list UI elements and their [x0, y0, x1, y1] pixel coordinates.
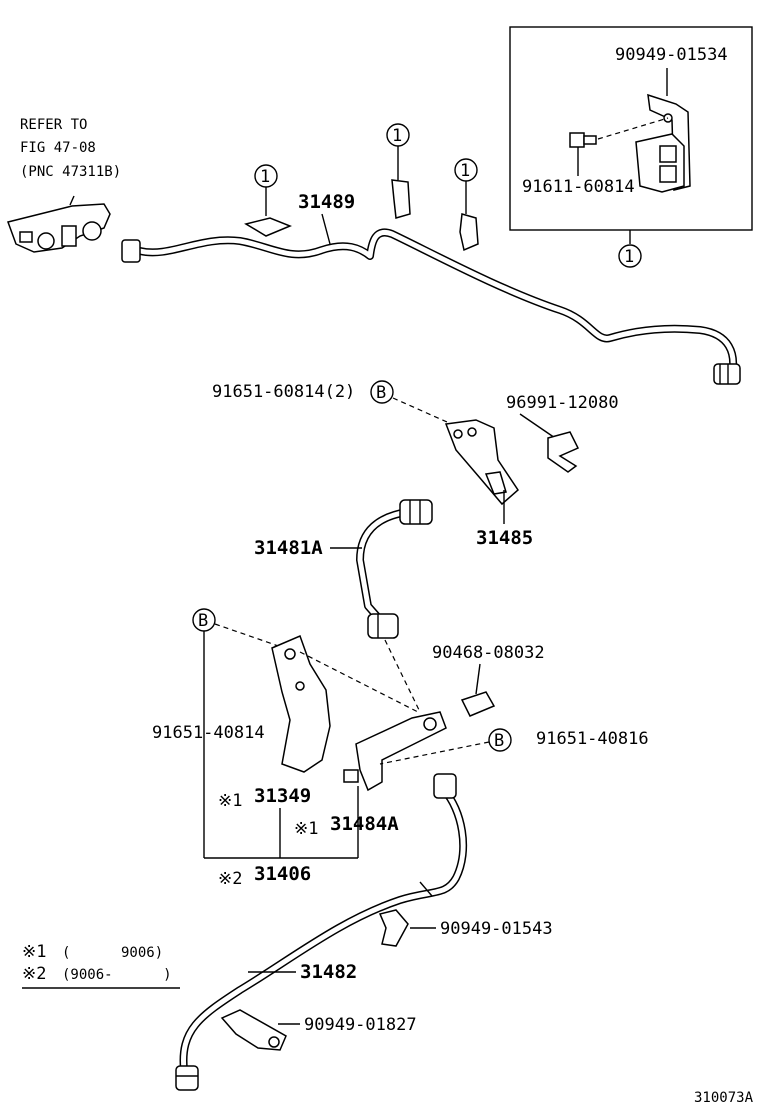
clamp-circle-1-c-text: 1: [460, 161, 470, 181]
label-31481A: 31481A: [254, 537, 323, 559]
clip-90468-08032: [460, 691, 496, 717]
label-90468-08032: 90468-08032: [432, 643, 545, 663]
clip-96991-12080: [547, 431, 580, 473]
label-31406: 31406: [254, 863, 311, 885]
figure-code: 310073A: [694, 1090, 754, 1106]
label-31349: 31349: [254, 785, 311, 807]
clamp-c: [459, 213, 479, 252]
mark-1-a: ※1: [218, 791, 242, 811]
bracket-31484A: [343, 711, 447, 792]
inset-box: [509, 26, 753, 231]
circle-b-top-text: B: [376, 383, 386, 403]
label-96991-12080: 96991-12080: [506, 393, 619, 413]
legend-mark-1: ※1: [22, 942, 46, 962]
clamp-a: [244, 217, 292, 237]
label-91651-40816: 91651-40816: [536, 729, 649, 749]
bracket-31485: [444, 419, 519, 506]
bracket-31349: [271, 634, 331, 773]
legend-text-1: ( 9006): [62, 945, 163, 961]
label-90949-01543: 90949-01543: [440, 919, 553, 939]
label-31489: 31489: [298, 191, 355, 213]
inset-clamp: [635, 93, 691, 193]
legend-text-2: (9006- ): [62, 967, 172, 983]
circle-b-top: [370, 380, 394, 404]
refer-line-2: FIG 47-08: [20, 140, 96, 156]
legend-mark-2: ※2: [22, 964, 46, 984]
inset-circle-1-text: 1: [624, 247, 634, 267]
refer-line-3: (PNC 47311B): [20, 164, 121, 180]
clamp-90949-01543: [378, 909, 409, 947]
pipe-31482: [175, 773, 468, 1091]
mark-2: ※2: [218, 869, 242, 889]
circle-b-left-text: B: [198, 611, 208, 631]
master-cylinder-fitting: [7, 195, 111, 253]
refer-line-1: REFER TO: [20, 117, 87, 133]
circle-b-right-text: B: [494, 731, 504, 751]
pipe-31489: [121, 228, 741, 385]
clamp-circle-1-a-text: 1: [260, 167, 270, 187]
label-31484A: 31484A: [330, 813, 399, 835]
label-31485: 31485: [476, 527, 533, 549]
label-91651-40814: 91651-40814: [152, 723, 265, 743]
legend: ※1 ( 9006) ※2 (9006- ): [22, 942, 180, 989]
label-31482: 31482: [300, 961, 357, 983]
inset-part-90949-01534: 90949-01534: [615, 45, 728, 65]
hose-31481A: [356, 499, 433, 639]
mark-1-b: ※1: [294, 819, 318, 839]
inset-bolt: [569, 132, 597, 148]
circle-b-right: [488, 728, 512, 752]
clamp-b: [391, 179, 411, 219]
label-91651-60814-2: 91651-60814(2): [212, 382, 355, 402]
inset-part-91611-60814: 91611-60814: [522, 177, 635, 197]
label-90949-01827: 90949-01827: [304, 1015, 417, 1035]
inset-circle-1: [618, 244, 642, 268]
clamp-circle-1-b-text: 1: [392, 126, 402, 146]
